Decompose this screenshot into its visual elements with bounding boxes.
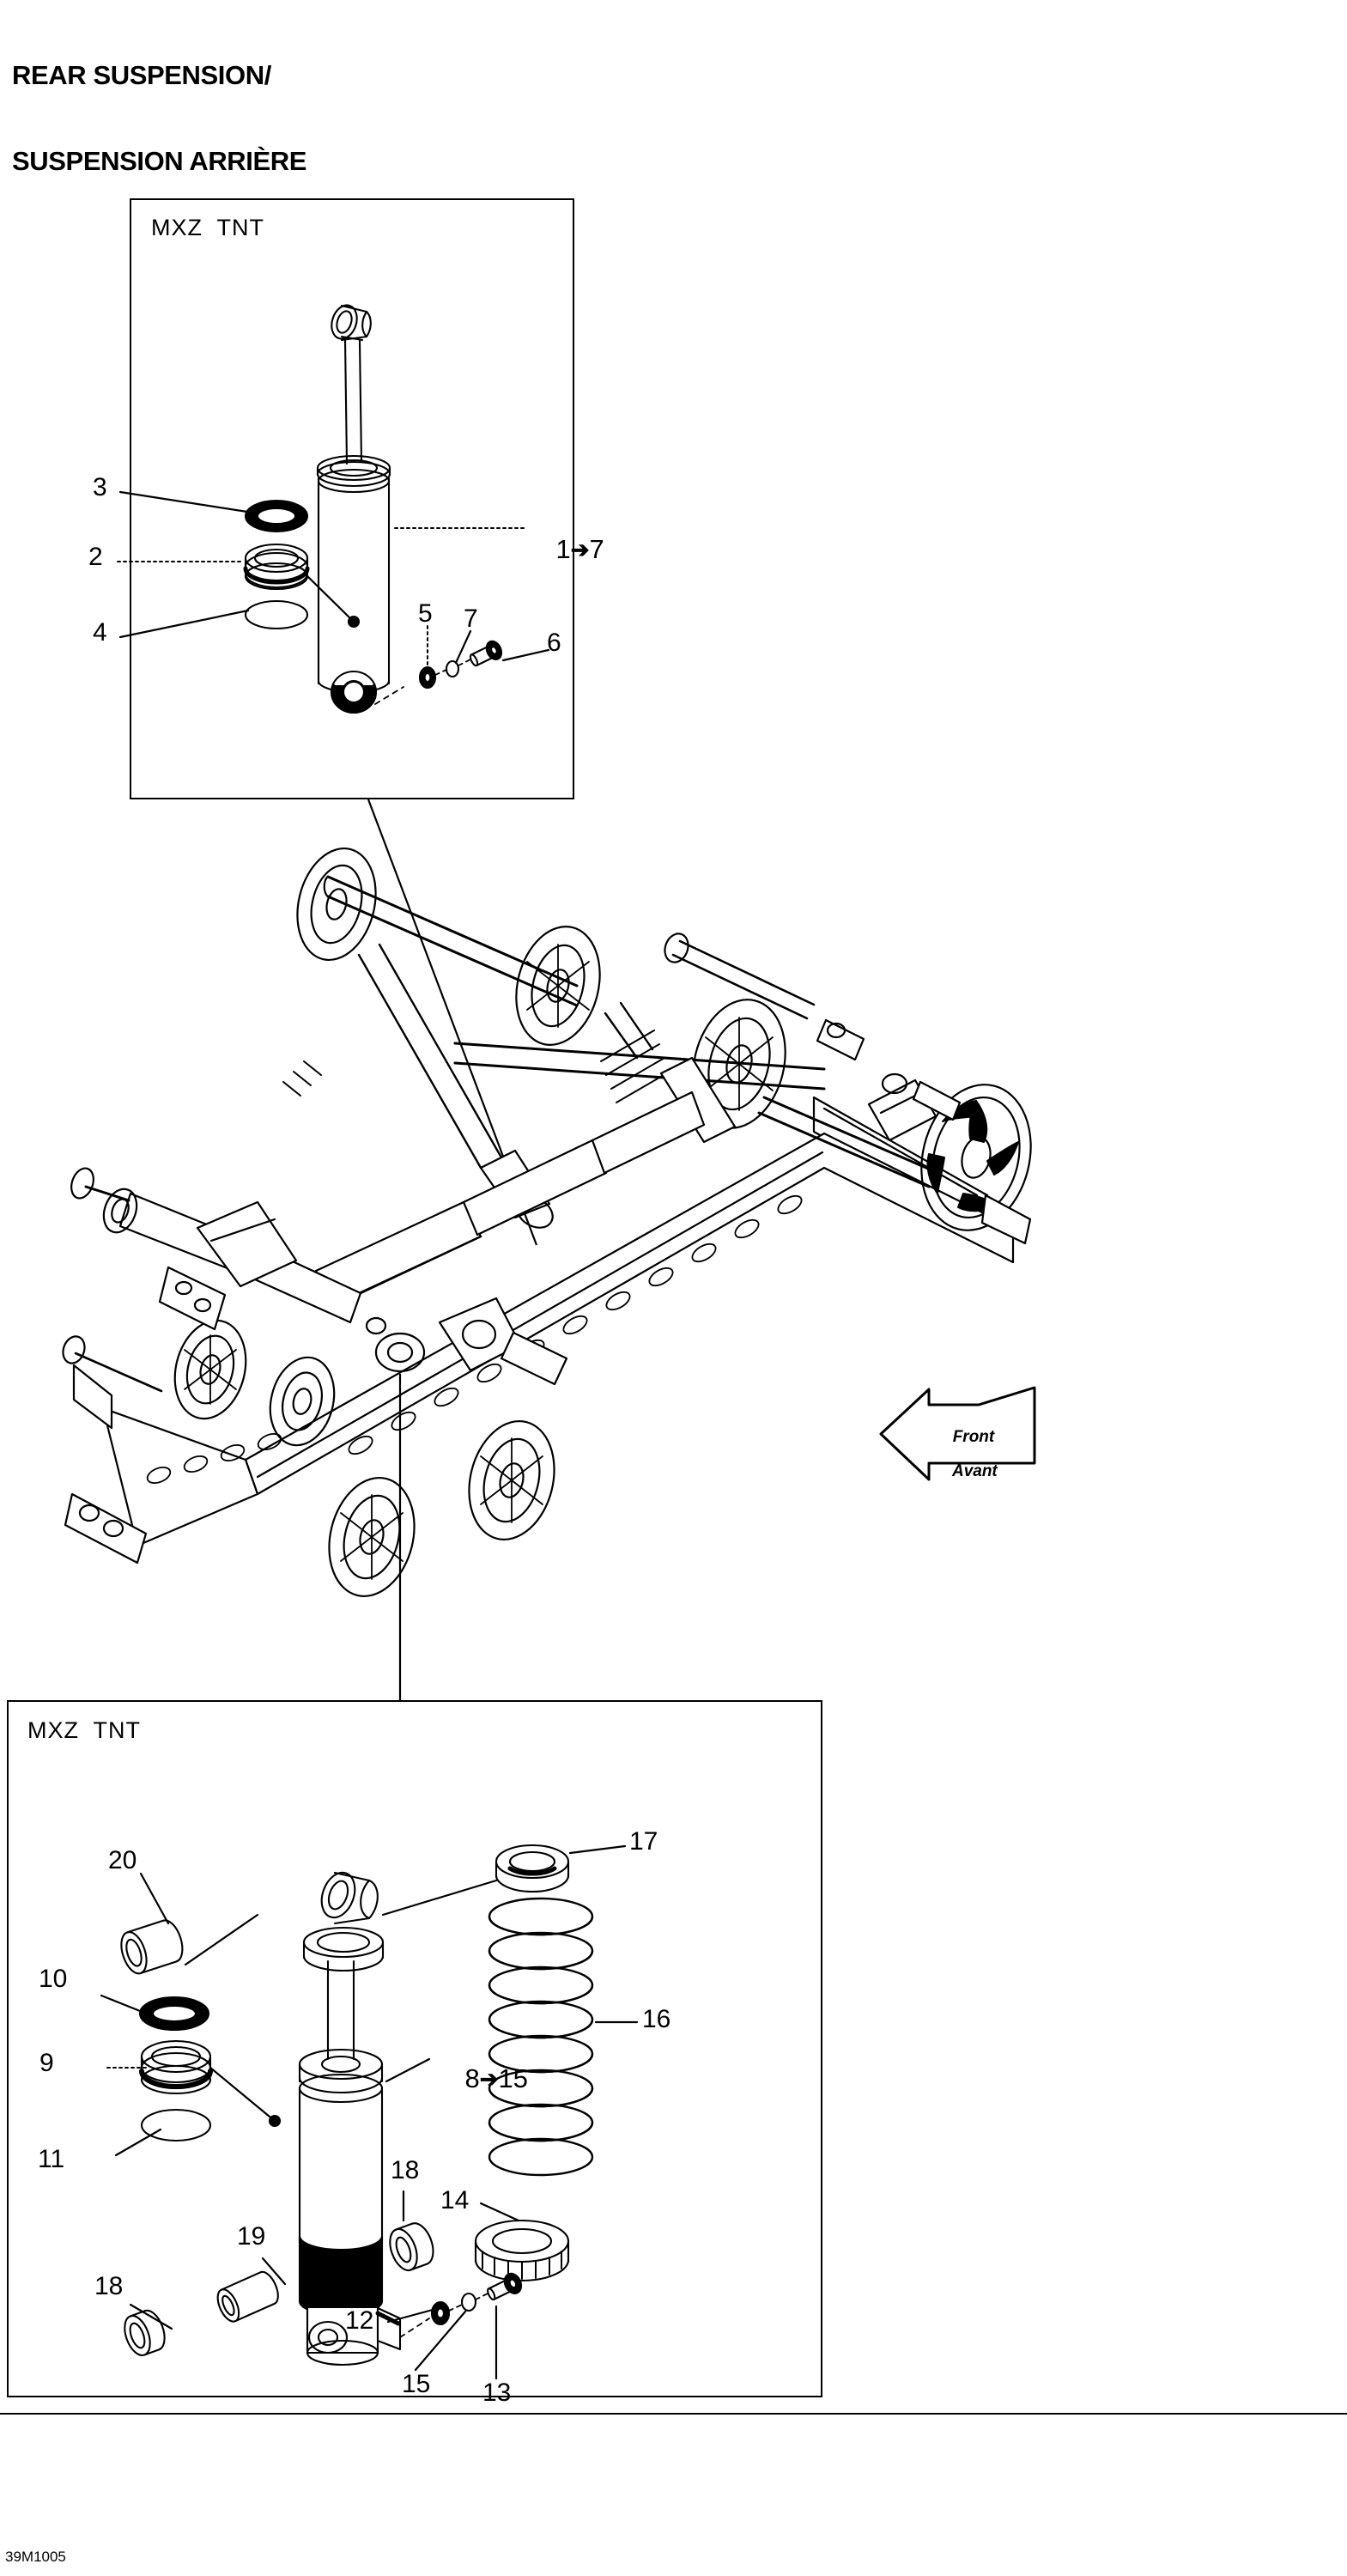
callout-5: 5 — [418, 599, 433, 628]
callout-12: 12 — [345, 2306, 374, 2335]
page-title-line-1: REAR SUSPENSION/ — [12, 59, 271, 90]
page-title: REAR SUSPENSION/ SUSPENSION ARRIÈRE — [12, 3, 306, 234]
callout-2: 2 — [88, 543, 103, 571]
callout-13: 13 — [482, 2379, 512, 2407]
callout-1-value: 1 — [555, 534, 571, 564]
footer-document-code: 39M1005 — [5, 2549, 66, 2565]
page-title-line-2: SUSPENSION ARRIÈRE — [12, 146, 307, 177]
front-arrow-line-2: Avant — [951, 1461, 998, 1480]
top-panel-label: MXZ TNT — [151, 215, 264, 240]
bottom-panel-label: MXZ TNT — [27, 1717, 141, 1743]
callout-14: 14 — [440, 2186, 470, 2215]
callout-4: 4 — [93, 618, 107, 647]
callout-15: 15 — [402, 2370, 431, 2398]
front-arrow-icon — [879, 1386, 1036, 1481]
callout-6: 6 — [547, 629, 561, 657]
callout-16: 16 — [642, 2005, 671, 2033]
callout-18-left: 18 — [94, 2272, 124, 2300]
front-arrow-line-1: Front — [952, 1427, 995, 1446]
front-arrow-text: Front Avant — [925, 1412, 998, 1498]
top-detail-panel — [130, 198, 574, 799]
footer-divider — [0, 2413, 1347, 2415]
callout-8-to-15: 8➔15 — [435, 2038, 528, 2118]
callout-18-right: 18 — [391, 2156, 420, 2184]
callout-15-range-value: 15 — [498, 2063, 528, 2093]
callout-19: 19 — [237, 2222, 266, 2251]
callout-9: 9 — [39, 2049, 54, 2077]
callout-17: 17 — [629, 1827, 658, 1856]
callout-7: 7 — [464, 605, 478, 633]
range-arrow-icon: ➔ — [570, 537, 590, 562]
callout-20: 20 — [108, 1846, 137, 1874]
callout-10: 10 — [39, 1965, 68, 1993]
range-arrow-icon-2: ➔ — [479, 2066, 499, 2092]
callout-8-value: 8 — [464, 2063, 480, 2093]
callout-1-to-7-label: 1➔7 — [526, 509, 604, 589]
front-direction-arrow: Front Avant — [876, 1381, 1039, 1484]
callout-11: 11 — [38, 2145, 65, 2173]
bottom-detail-panel — [7, 1700, 822, 2397]
callout-7-value: 7 — [589, 534, 604, 564]
callout-3: 3 — [93, 473, 107, 501]
